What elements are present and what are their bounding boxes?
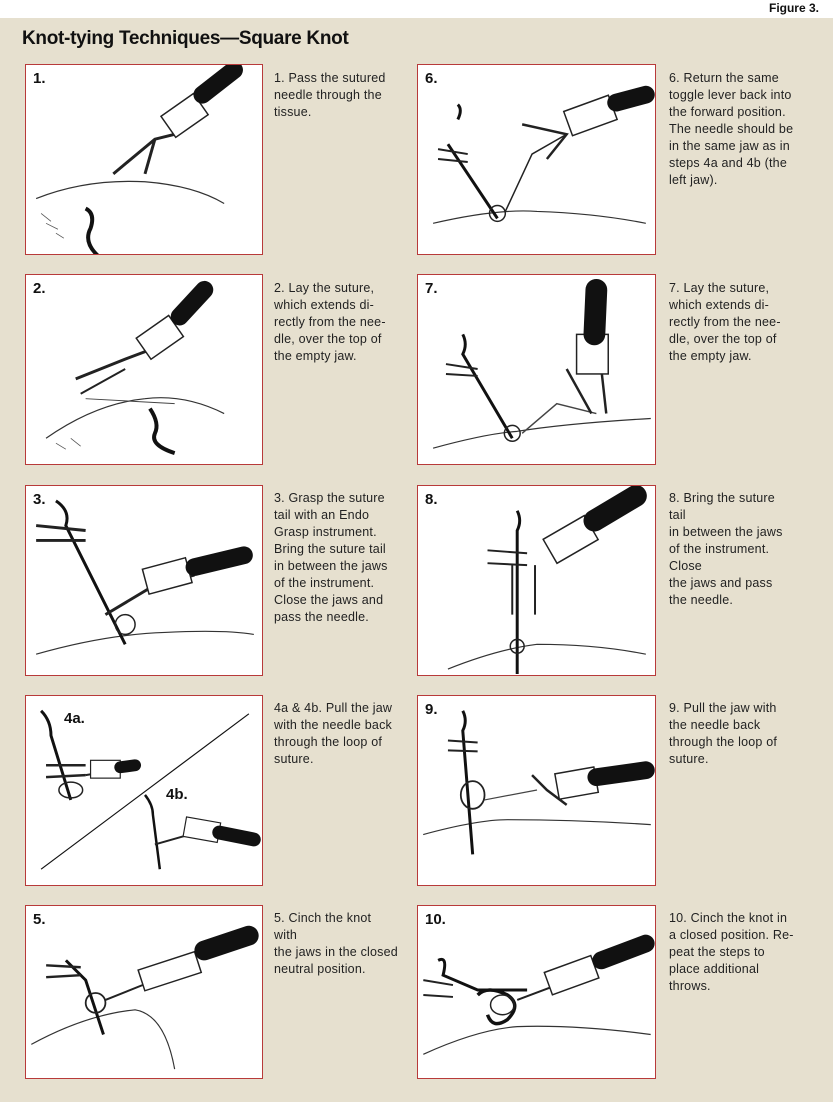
step-2-text: 2. Lay the suture, which extends di- rec… — [274, 281, 386, 363]
step-5-text: 5. Cinch the knot with the jaws in the c… — [274, 911, 398, 976]
step-9-number: 9. — [425, 701, 438, 718]
step-10-illustration: 10. — [417, 905, 656, 1079]
step-6-number: 6. — [425, 70, 438, 87]
step-9-drawing — [423, 710, 655, 855]
step-8-number: 8. — [425, 491, 438, 508]
figure-title: Knot-tying Techniques—Square Knot — [22, 28, 349, 49]
step-5-drawing — [31, 925, 259, 1070]
step-1-text: 1. Pass the sutured needle through the t… — [274, 71, 386, 119]
step-5-illustration: 5. — [25, 905, 263, 1079]
step-8-text: 8. Bring the suture tail in between the … — [669, 491, 783, 607]
step-4-illustration: 4a. 4b. — [25, 695, 263, 886]
step-8-illustration: 8. — [417, 485, 656, 676]
step-4-drawing — [40, 709, 261, 870]
step-1-number: 1. — [33, 70, 46, 87]
step-7-number: 7. — [425, 280, 438, 297]
step-3-illustration: 3. — [25, 485, 263, 676]
step-4b-label: 4b. — [166, 786, 188, 803]
step-2-number: 2. — [33, 280, 46, 297]
step-5-number: 5. — [33, 911, 46, 928]
step-3-number: 3. — [33, 491, 46, 508]
step-2-drawing — [45, 280, 225, 455]
figure-label: Figure 3. — [768, 1, 819, 15]
step-6-illustration: 6. — [417, 64, 656, 255]
step-4-text: 4a & 4b. Pull the jaw with the needle ba… — [274, 701, 393, 766]
step-10-number: 10. — [425, 911, 446, 928]
step-6-drawing — [432, 85, 655, 224]
step-10-drawing — [423, 934, 655, 1055]
step-8-drawing — [447, 486, 647, 675]
step-3-text: 3. Grasp the suture tail with an Endo Gr… — [274, 491, 388, 624]
step-1-drawing — [35, 65, 243, 254]
step-9-text: 9. Pull the jaw with the needle back thr… — [669, 701, 778, 766]
step-4a-label: 4a. — [64, 710, 85, 727]
step-2-illustration: 2. — [25, 274, 263, 465]
step-7-drawing — [432, 278, 651, 449]
step-10-text: 10. Cinch the knot in a closed position.… — [669, 911, 794, 993]
step-9-illustration: 9. — [417, 695, 656, 886]
step-3-drawing — [35, 499, 254, 655]
step-1-illustration: 1. — [25, 64, 263, 255]
step-6-text: 6. Return the same toggle lever back int… — [669, 71, 794, 187]
step-7-text: 7. Lay the suture, which extends di- rec… — [669, 281, 781, 363]
step-7-illustration: 7. — [417, 274, 656, 465]
